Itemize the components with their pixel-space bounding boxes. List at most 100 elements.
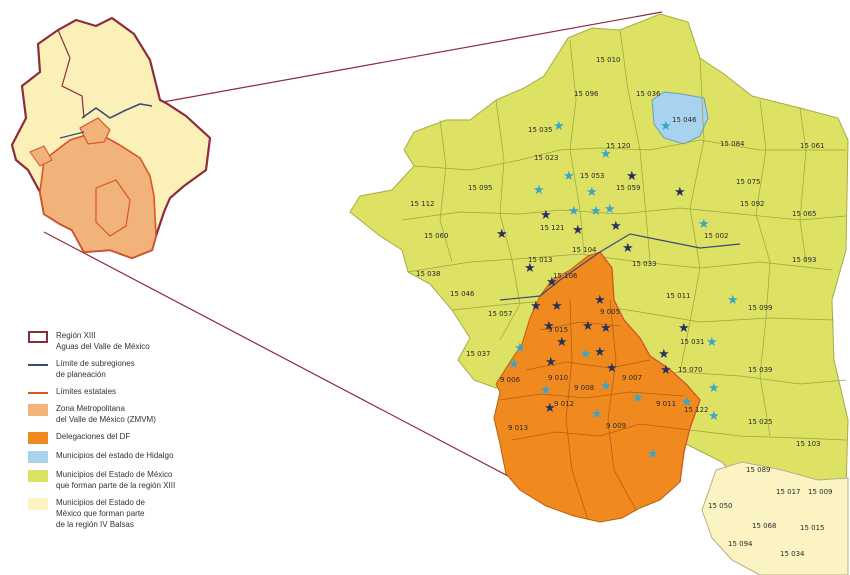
map-label: 9 006 (500, 376, 521, 384)
star-marker: ★ (590, 204, 602, 219)
star-marker: ★ (568, 204, 580, 219)
legend-item-edomex: Municipios del Estado de México que form… (28, 469, 258, 491)
star-marker: ★ (553, 119, 565, 134)
map-label: 15 037 (466, 350, 491, 358)
map-label: 15 046 (672, 116, 697, 124)
legend-swatch-region (28, 331, 48, 343)
map-label: 15 094 (728, 540, 753, 548)
map-legend: Región XIII Aguas del Valle de México Lí… (28, 330, 258, 536)
map-label: 15 033 (632, 260, 657, 268)
star-marker: ★ (600, 321, 612, 336)
map-label: 15 036 (636, 90, 661, 98)
star-marker: ★ (708, 409, 720, 424)
star-marker: ★ (563, 169, 575, 184)
star-marker: ★ (681, 395, 693, 410)
legend-label: México que forman parte (56, 509, 145, 518)
map-label: 15 031 (680, 338, 705, 346)
balsas-region (701, 461, 849, 575)
map-label: 15 120 (606, 142, 631, 150)
map-label: 15 092 (740, 200, 765, 208)
map-label: 15 053 (580, 172, 605, 180)
overview-subregion-line-2 (59, 131, 85, 139)
map-label: 15 060 (424, 232, 449, 240)
map-label: 9 011 (656, 400, 676, 408)
star-marker: ★ (545, 355, 557, 370)
map-label: 15 075 (736, 178, 761, 186)
legend-swatch-edomex (28, 470, 48, 482)
legend-label: Región XIII (56, 331, 96, 340)
overview-zmvm-north (79, 117, 111, 145)
map-label: 15 099 (748, 304, 773, 312)
legend-swatch-delegaciones (28, 432, 48, 444)
map-label: 9 009 (606, 422, 626, 430)
star-marker: ★ (626, 169, 638, 184)
map-label: 15 095 (468, 184, 493, 192)
overview-map (10, 16, 212, 260)
map-label: 15 038 (416, 270, 441, 278)
star-marker: ★ (540, 383, 552, 398)
overview-df-outline (95, 179, 131, 237)
state-limit-line (599, 251, 701, 483)
legend-label: Municipios del Estado de México (56, 470, 173, 479)
overview-zmvm-west (29, 145, 53, 167)
star-marker: ★ (543, 319, 555, 334)
star-marker: ★ (551, 299, 563, 314)
map-label: 15 059 (616, 184, 641, 192)
star-marker: ★ (530, 299, 542, 314)
map-label: 15 050 (708, 502, 733, 510)
map-label: 9 008 (574, 384, 594, 392)
star-marker: ★ (546, 275, 558, 290)
map-label: 15 034 (780, 550, 805, 558)
map-label: 15 112 (410, 200, 435, 208)
stars: ★ ★ ★ ★ ★ ★ ★ ★ ★ ★ ★ ★ ★ ★ ★ ★ ★ ★ ★ ★ … (496, 119, 739, 462)
legend-label: Municipios del estado de Hidalgo (56, 451, 174, 460)
star-marker: ★ (706, 335, 718, 350)
legend-label: Aguas del Valle de México (56, 342, 150, 351)
legend-swatch-hidalgo (28, 451, 48, 463)
legend-label: Límites estatales (56, 387, 117, 396)
star-marker: ★ (604, 202, 616, 217)
legend-label: que forman parte de la región XIII (56, 481, 176, 490)
map-label: 15 010 (596, 56, 621, 64)
legend-item-balsas: Municipios del Estado de México que form… (28, 497, 258, 530)
star-marker: ★ (496, 227, 508, 242)
map-label: 15 121 (540, 224, 565, 232)
map-label: 9 012 (554, 400, 574, 408)
delegacion-boundaries (499, 299, 691, 521)
star-marker: ★ (610, 219, 622, 234)
municipal-boundaries (401, 29, 847, 441)
legend-swatch-balsas (28, 498, 48, 510)
star-marker: ★ (658, 347, 670, 362)
map-label: 15 104 (572, 246, 597, 254)
star-marker: ★ (622, 241, 634, 256)
map-label: 15 023 (534, 154, 559, 162)
star-marker: ★ (591, 407, 603, 422)
map-label: 9 005 (600, 308, 620, 316)
map-label: 15 046 (450, 290, 475, 298)
map-label: 9 007 (622, 374, 642, 382)
map-label: 15 061 (800, 142, 825, 150)
hidalgo-municipality (651, 91, 709, 145)
zoom-line-top (151, 11, 663, 105)
map-label: 15 106 (553, 272, 578, 280)
zoom-line-bottom (43, 231, 526, 486)
map-label: 15 013 (528, 256, 553, 264)
star-marker: ★ (632, 391, 644, 406)
map-label: 15 068 (752, 522, 777, 530)
star-marker: ★ (660, 119, 672, 134)
legend-label: de planeación (56, 370, 106, 379)
map-label: 15 015 (800, 524, 825, 532)
legend-item-subregion: Límite de subregiones de planeación (28, 358, 258, 380)
map-label: 15 122 (684, 406, 709, 414)
star-marker: ★ (647, 447, 659, 462)
star-marker: ★ (698, 217, 710, 232)
map-label: 15 089 (746, 466, 771, 474)
map-label: 15 057 (488, 310, 513, 318)
map-label: 15 011 (666, 292, 691, 300)
star-marker: ★ (594, 345, 606, 360)
legend-label: Límite de subregiones (56, 359, 135, 368)
star-marker: ★ (524, 261, 536, 276)
star-marker: ★ (708, 381, 720, 396)
legend-item-delegaciones: Delegaciones del DF (28, 431, 258, 444)
